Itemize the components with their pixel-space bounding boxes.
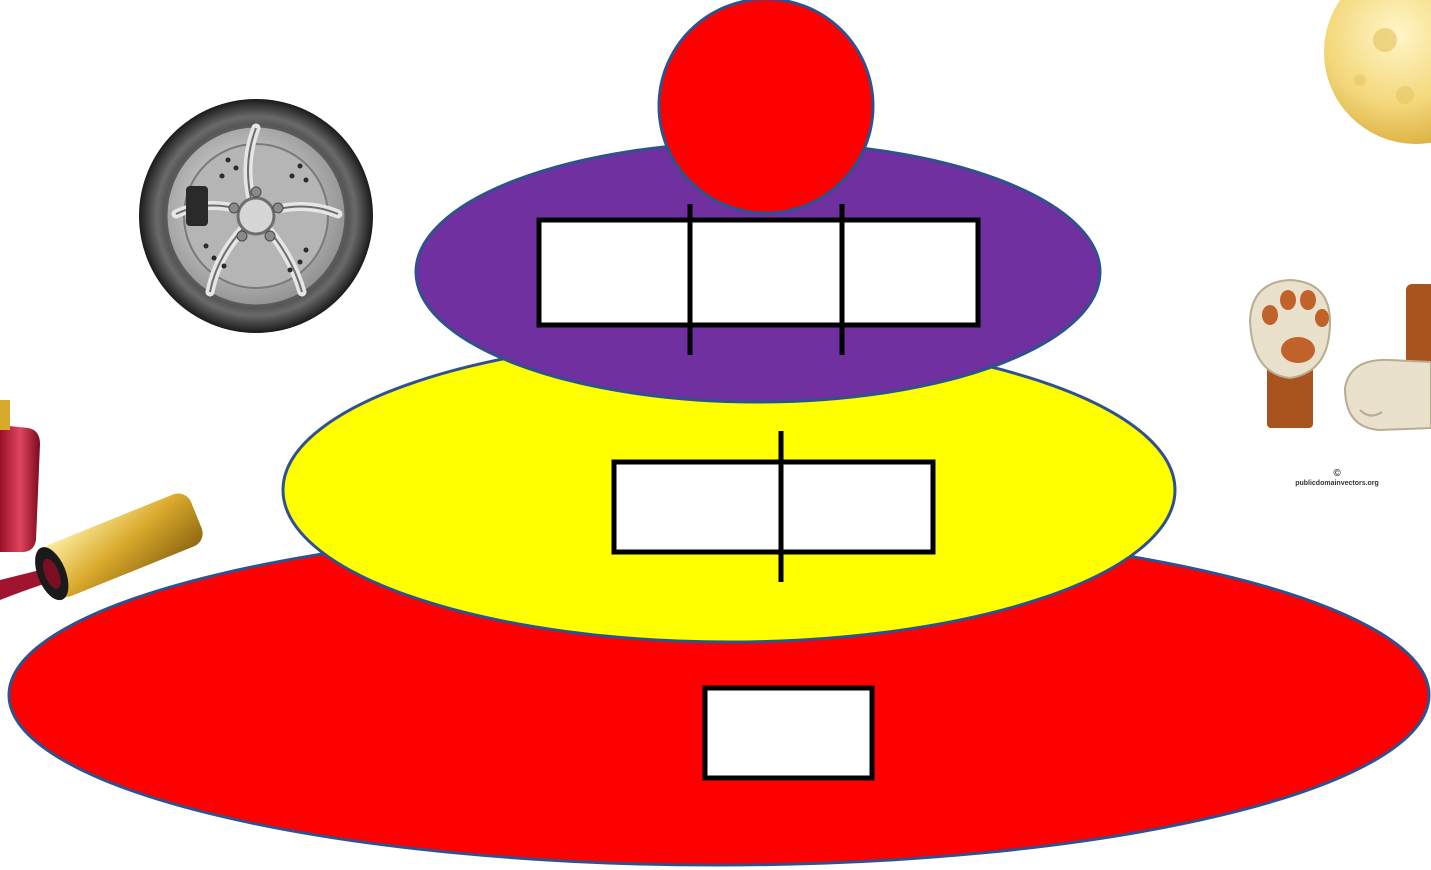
watermark: © publicdomainvectors.org <box>1262 468 1412 488</box>
top-ball <box>659 0 873 213</box>
middle-answer-box[interactable] <box>614 462 933 552</box>
copyright-icon: © <box>1262 468 1412 479</box>
upper-answer-box[interactable] <box>539 220 978 325</box>
watermark-text: publicdomainvectors.org <box>1295 480 1379 487</box>
car-wheel-icon <box>139 99 373 333</box>
moon-icon <box>1324 0 1431 144</box>
bottom-answer-box[interactable] <box>705 688 872 778</box>
nail-polish-icon <box>0 400 207 605</box>
cat-paws-icon <box>1250 280 1431 430</box>
